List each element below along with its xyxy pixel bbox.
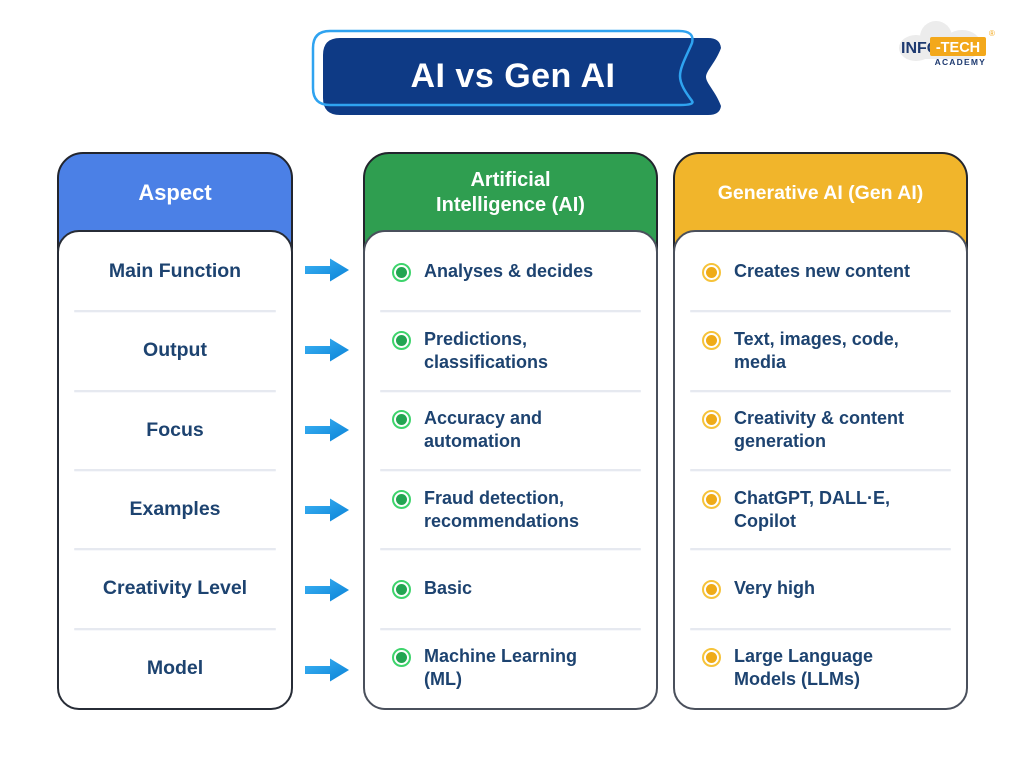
gold-dot-icon bbox=[702, 263, 721, 283]
right-arrow-icon bbox=[303, 496, 351, 524]
ai-cell: Basic bbox=[424, 578, 473, 599]
title-banner: AI vs Gen AI bbox=[296, 24, 736, 124]
gen-ai-header-label: Generative AI (Gen AI) bbox=[717, 181, 924, 204]
page-title: AI vs Gen AI bbox=[410, 57, 616, 95]
logo-registered-mark: ® bbox=[989, 29, 995, 38]
logo-tech-badge bbox=[930, 37, 986, 56]
aspect-label: Main Function bbox=[108, 260, 242, 283]
table-row: Output bbox=[59, 311, 291, 392]
table-row: ChatGPT, DALL·E, Copilot bbox=[675, 470, 966, 551]
gen-ai-cell: ChatGPT, DALL·E, Copilot bbox=[734, 487, 890, 531]
gen-ai-column-body: Creates new content Text, images, code, … bbox=[673, 230, 968, 710]
ai-cell: Accuracy and automation bbox=[424, 408, 543, 452]
gold-dot-icon bbox=[702, 330, 721, 350]
table-row: Model bbox=[59, 629, 291, 708]
table-row: Examples bbox=[59, 470, 291, 551]
gold-dot-icon bbox=[702, 489, 721, 509]
gold-dot-icon bbox=[702, 648, 721, 668]
green-dot-icon bbox=[392, 648, 411, 668]
aspect-label: Focus bbox=[146, 418, 204, 441]
banner-outline bbox=[311, 29, 694, 107]
aspect-header-label: Aspect bbox=[138, 180, 212, 206]
table-row: Fraud detection, recommendations bbox=[365, 470, 656, 551]
right-arrow-icon bbox=[303, 576, 351, 604]
table-row: Accuracy and automation bbox=[365, 391, 656, 472]
right-arrow-icon bbox=[303, 256, 351, 284]
aspect-label: Examples bbox=[129, 498, 221, 521]
table-row: Main Function bbox=[59, 232, 291, 313]
table-row: Machine Learning (ML) bbox=[365, 629, 656, 708]
green-dot-icon bbox=[392, 330, 411, 350]
table-row: Analyses & decides bbox=[365, 232, 656, 313]
table-row: Predictions, classifications bbox=[365, 311, 656, 392]
table-row: Very high bbox=[675, 549, 966, 630]
table-row: Basic bbox=[365, 549, 656, 630]
aspect-label: Output bbox=[143, 339, 207, 362]
green-dot-icon bbox=[392, 489, 411, 509]
table-row: Creates new content bbox=[675, 232, 966, 313]
aspect-column-body: Main Function Output Focus Examples Crea… bbox=[57, 230, 293, 710]
aspect-label: Creativity Level bbox=[102, 577, 248, 600]
ai-cell: Machine Learning (ML) bbox=[424, 646, 578, 690]
logo-info-text: INFO bbox=[901, 40, 939, 57]
table-row: Creativity Level bbox=[59, 549, 291, 630]
green-dot-icon bbox=[392, 580, 411, 600]
table-row: Large Language Models (LLMs) bbox=[675, 629, 966, 708]
banner-ribbon bbox=[311, 29, 721, 115]
gold-dot-icon bbox=[702, 580, 721, 600]
gen-ai-cell: Creativity & content generation bbox=[734, 408, 905, 452]
ai-column-body: Analyses & decides Predictions, classifi… bbox=[363, 230, 658, 710]
aspect-column: Aspect Main Function Output Focus Exampl… bbox=[57, 152, 293, 710]
table-row: Text, images, code, media bbox=[675, 311, 966, 392]
aspect-label: Model bbox=[146, 656, 204, 679]
right-arrow-icon bbox=[303, 656, 351, 684]
right-arrow-icon bbox=[303, 416, 351, 444]
gen-ai-cell: Large Language Models (LLMs) bbox=[734, 646, 874, 690]
ai-column: Artificial Intelligence (AI) Analyses & … bbox=[363, 152, 658, 710]
green-dot-icon bbox=[392, 410, 411, 430]
gen-ai-cell: Very high bbox=[734, 578, 816, 599]
table-row: Creativity & content generation bbox=[675, 391, 966, 472]
infotech-logo: INFO -TECH ® ACADEMY bbox=[888, 12, 1020, 68]
banner-navy-shape bbox=[323, 38, 721, 115]
gen-ai-cell: Creates new content bbox=[734, 261, 911, 282]
ai-cell: Fraud detection, recommendations bbox=[424, 487, 580, 531]
right-arrow-icon bbox=[303, 336, 351, 364]
ai-cell: Analyses & decides bbox=[424, 261, 594, 282]
table-row: Focus bbox=[59, 391, 291, 472]
gen-ai-cell: Text, images, code, media bbox=[734, 328, 899, 372]
gold-dot-icon bbox=[702, 410, 721, 430]
ai-cell: Predictions, classifications bbox=[424, 328, 549, 372]
logo-academy-text: ACADEMY bbox=[935, 57, 986, 67]
logo-tech-text: -TECH bbox=[936, 40, 980, 56]
ai-header-label: Artificial Intelligence (AI) bbox=[436, 169, 585, 216]
green-dot-icon bbox=[392, 263, 411, 283]
gen-ai-column: Generative AI (Gen AI) Creates new conte… bbox=[673, 152, 968, 710]
